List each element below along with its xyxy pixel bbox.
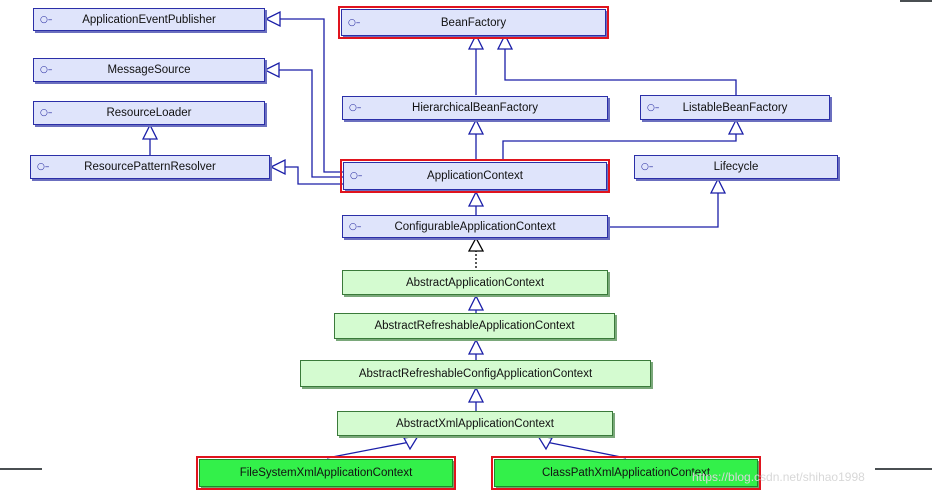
arrowhead-app-context [467,190,485,207]
edge-listable-to-bean-factory [504,43,737,95]
arrowhead-resource-pattern-resolver [269,158,286,176]
arrowhead-refreshable-config [467,386,485,403]
node-message-source[interactable]: ○– MessageSource [33,58,265,82]
interface-icon: ○– [647,102,660,113]
node-abstract-refreshable-application-context[interactable]: AbstractRefreshableApplicationContext [334,313,615,339]
edge-file-system-to-xml [326,441,411,459]
node-application-event-publisher[interactable]: ○– ApplicationEventPublisher [33,8,265,31]
arrowhead-lifecycle [709,177,727,194]
node-label: HierarchicalBeanFactory [412,102,538,114]
watermark-text: https://blog.csdn.net/shihao1998 [692,470,865,484]
node-label: ResourceLoader [106,107,192,119]
arrowhead-listable [727,118,745,135]
node-label: FileSystemXmlApplicationContext [239,467,413,479]
node-listable-bean-factory[interactable]: ○– ListableBeanFactory [640,95,830,120]
interface-icon: ○– [348,17,361,28]
node-label: AbstractApplicationContext [405,276,545,289]
edge-app-context-to-resource-pattern-resolver [285,166,344,185]
node-label: MessageSource [107,64,191,76]
node-label: ClassPathXmlApplicationContext [541,467,711,479]
node-label: ResourcePatternResolver [84,161,216,173]
node-hierarchical-bean-factory[interactable]: ○– HierarchicalBeanFactory [342,96,608,120]
node-label: ApplicationEventPublisher [82,13,216,26]
edge-app-context-to-event-publisher [280,18,344,173]
arrowhead-abstract-app-context [467,294,485,311]
top-rule-right [900,0,932,2]
interface-icon: ○– [349,221,362,232]
node-file-system-xml-application-context[interactable]: FileSystemXmlApplicationContext [196,456,456,490]
node-label: ConfigurableApplicationContext [394,220,556,233]
node-class-path-xml-application-context[interactable]: ClassPathXmlApplicationContext [491,456,761,490]
interface-icon: ○– [349,103,362,113]
arrowhead-resource-loader [141,123,159,140]
node-label: AbstractXmlApplicationContext [396,417,554,430]
edge-class-path-to-xml [545,441,627,459]
node-label: ApplicationContext [427,170,523,182]
node-resource-pattern-resolver[interactable]: ○– ResourcePatternResolver [30,155,270,179]
interface-icon: ○– [641,162,654,172]
interface-icon: ○– [40,108,53,118]
node-label: Lifecycle [713,161,759,173]
arrowhead-bean-factory-left [467,33,485,50]
interface-icon: ○– [37,162,50,172]
arrowhead-configurable [467,236,485,252]
node-abstract-application-context[interactable]: AbstractApplicationContext [342,270,608,295]
interface-icon: ○– [350,171,363,181]
node-abstract-xml-application-context[interactable]: AbstractXmlApplicationContext [337,411,613,436]
bottom-rule-left [0,468,42,470]
interface-icon: ○– [40,65,53,75]
node-label: ListableBeanFactory [682,101,788,114]
node-label: AbstractRefreshableApplicationContext [374,320,575,332]
interface-icon: ○– [40,14,53,25]
node-lifecycle[interactable]: ○– Lifecycle [634,155,838,179]
edge-app-context-to-message-source [265,69,344,178]
node-label: AbstractRefreshableConfigApplicationCont… [358,367,593,380]
node-configurable-application-context[interactable]: ○– ConfigurableApplicationContext [342,215,608,238]
arrowhead-hierarchical [467,118,485,135]
arrowhead-xml-right [536,435,554,451]
node-label: BeanFactory [440,16,507,29]
arrowhead-message-source [263,61,280,79]
node-application-context[interactable]: ○– ApplicationContext [340,159,610,193]
node-resource-loader[interactable]: ○– ResourceLoader [33,101,265,125]
node-bean-factory[interactable]: ○– BeanFactory [338,6,609,39]
bottom-rule-right [875,468,932,470]
arrowhead-refreshable [467,338,485,355]
arrowhead-event-publisher [264,10,281,28]
node-abstract-refreshable-config-application-context[interactable]: AbstractRefreshableConfigApplicationCont… [300,360,651,387]
edge-configurable-to-lifecycle [608,187,719,228]
arrowhead-bean-factory-right [496,33,514,50]
arrowhead-xml-left [402,435,420,451]
